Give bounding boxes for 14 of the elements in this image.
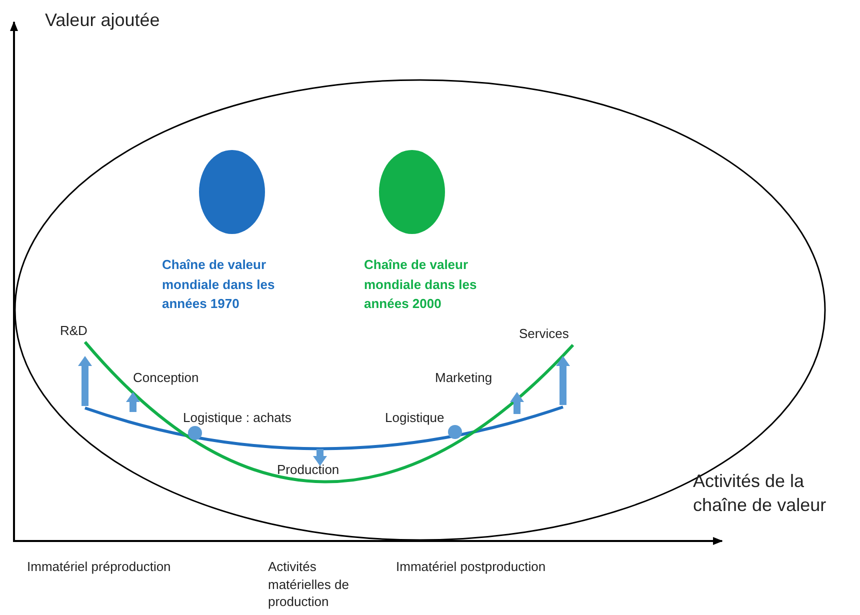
stage-label: R&D [60, 322, 88, 340]
stage-label: Logistique : achats [183, 409, 292, 427]
stage-label: Logistique [385, 409, 444, 427]
axis-title: Valeur ajoutée [45, 9, 160, 32]
category-label: Immatériel postproduction [396, 558, 546, 576]
stage-label: Services [519, 325, 569, 343]
category-label: Activités matérielles de production [268, 558, 350, 611]
category-label: Immatériel préproduction [27, 558, 171, 576]
stage-label: Production [277, 461, 340, 479]
axis-title: Activités de la chaîne de valeur [693, 470, 828, 518]
stage-label: Marketing [435, 369, 492, 387]
legend-text: Chaîne de valeur mondiale dans les années 1970 [162, 256, 276, 313]
stage-label: Conception [133, 369, 199, 387]
legend-text: Chaîne de valeur mondiale dans les années 2000 [364, 256, 478, 313]
